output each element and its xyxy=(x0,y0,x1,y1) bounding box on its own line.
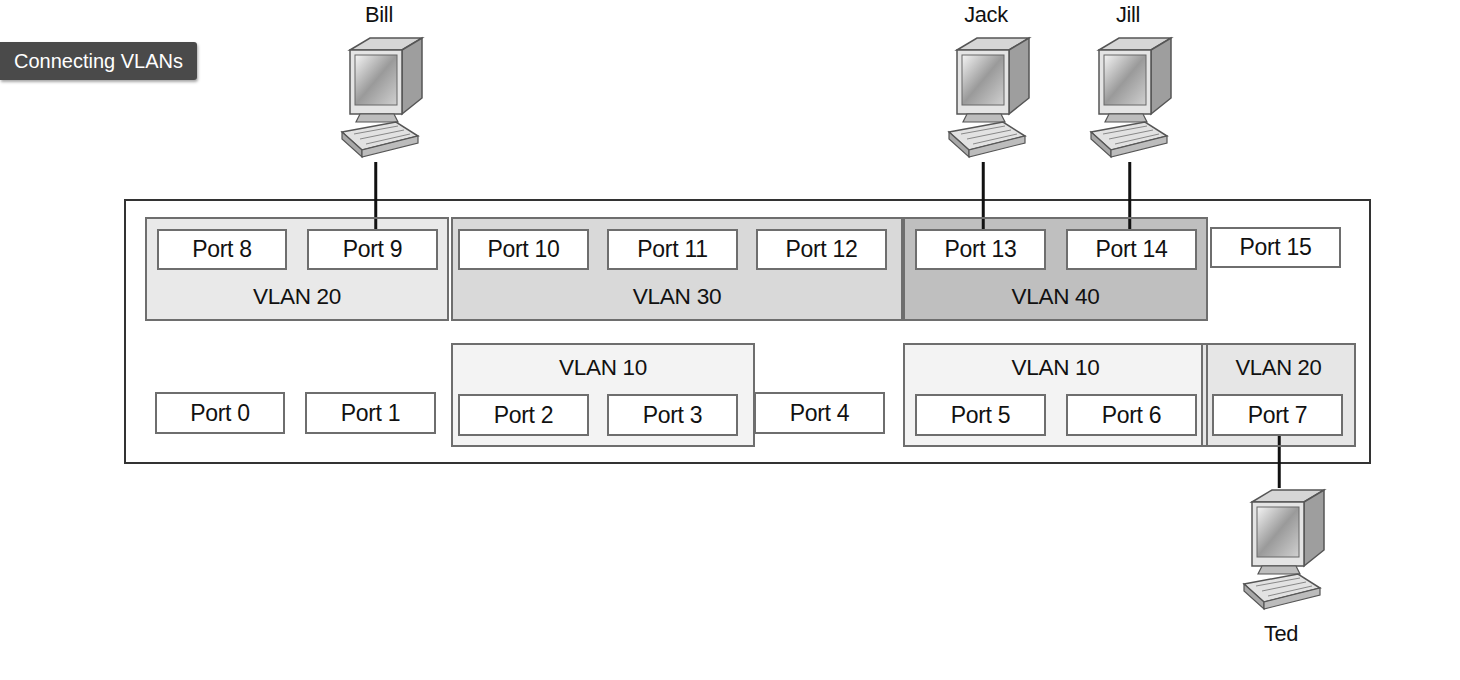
computer-icon xyxy=(1220,488,1330,613)
vlan-group: VLAN 20 Port 8 Port 9 xyxy=(145,217,449,321)
port-label: Port 8 xyxy=(192,236,252,263)
vlan-label: VLAN 10 xyxy=(905,355,1206,381)
switch-port: Port 3 xyxy=(607,394,738,436)
switch-chassis xyxy=(125,200,1370,463)
port-label: Port 4 xyxy=(790,400,850,427)
switch-port: Port 13 xyxy=(915,229,1046,270)
network-cable xyxy=(1278,436,1281,488)
title-tag: Connecting VLANs xyxy=(0,42,197,80)
vlan-label: VLAN 20 xyxy=(1203,355,1354,381)
port-label: Port 2 xyxy=(494,402,554,429)
computer: Ted xyxy=(1220,488,1342,660)
switch-port: Port 6 xyxy=(1066,394,1197,436)
vlan-fill xyxy=(903,343,1208,447)
computer-icon xyxy=(925,36,1035,161)
port-label: Port 3 xyxy=(643,402,703,429)
port-label: Port 14 xyxy=(1095,236,1167,263)
switch-port: Port 11 xyxy=(607,229,738,270)
vlan-fill xyxy=(903,217,1208,321)
port-label: Port 15 xyxy=(1239,234,1311,261)
computer-icon xyxy=(1067,36,1177,161)
port-label: Port 5 xyxy=(951,402,1011,429)
computer-name: Jill xyxy=(1067,2,1189,28)
switch-port: Port 7 xyxy=(1212,394,1343,436)
switch-port: Port 8 xyxy=(157,229,287,270)
port-label: Port 10 xyxy=(487,236,559,263)
switch-port: Port 1 xyxy=(305,392,436,434)
switch-port: Port 14 xyxy=(1066,229,1197,270)
vlan-group: VLAN 30 Port 10 Port 11 Port 12 xyxy=(451,217,903,321)
vlan-label: VLAN 30 xyxy=(453,283,901,310)
switch-port: Port 10 xyxy=(458,229,589,270)
port-label: Port 13 xyxy=(944,236,1016,263)
vlan-group: VLAN 10 Port 2 Port 3 xyxy=(451,343,755,447)
port-label: Port 9 xyxy=(343,236,403,263)
vlan-fill xyxy=(1201,343,1356,447)
port-label: Port 1 xyxy=(341,400,401,427)
switch-port: Port 15 xyxy=(1210,227,1341,268)
switch-port: Port 5 xyxy=(915,394,1046,436)
port-label: Port 7 xyxy=(1248,402,1308,429)
computer-name: Jack xyxy=(925,2,1047,28)
port-label: Port 12 xyxy=(785,236,857,263)
vlan-group: VLAN 20 Port 7 xyxy=(1201,343,1356,447)
vlan-fill xyxy=(451,217,903,321)
switch-port: Port 12 xyxy=(756,229,887,270)
vlan-fill xyxy=(451,343,755,447)
vlan-group: VLAN 40 Port 13 Port 14 xyxy=(903,217,1208,321)
switch-port: Port 4 xyxy=(754,392,885,434)
vlan-fill xyxy=(145,217,449,321)
computer: Jill xyxy=(1067,0,1189,162)
switch-port: Port 2 xyxy=(458,394,589,436)
computer: Bill xyxy=(318,0,440,162)
computer-name: Ted xyxy=(1220,621,1342,647)
switch-port: Port 9 xyxy=(307,229,438,270)
port-label: Port 0 xyxy=(190,400,250,427)
vlan-label: VLAN 10 xyxy=(453,355,753,381)
switch-port: Port 0 xyxy=(155,392,285,434)
vlan-label: VLAN 40 xyxy=(905,284,1206,310)
port-label: Port 6 xyxy=(1102,402,1162,429)
vlan-label: VLAN 20 xyxy=(147,284,447,310)
computer-name: Bill xyxy=(318,2,440,28)
vlan-group: VLAN 10 Port 5 Port 6 xyxy=(903,343,1208,447)
computer-icon xyxy=(318,36,428,161)
port-label: Port 11 xyxy=(637,236,707,263)
computer: Jack xyxy=(925,0,1047,162)
